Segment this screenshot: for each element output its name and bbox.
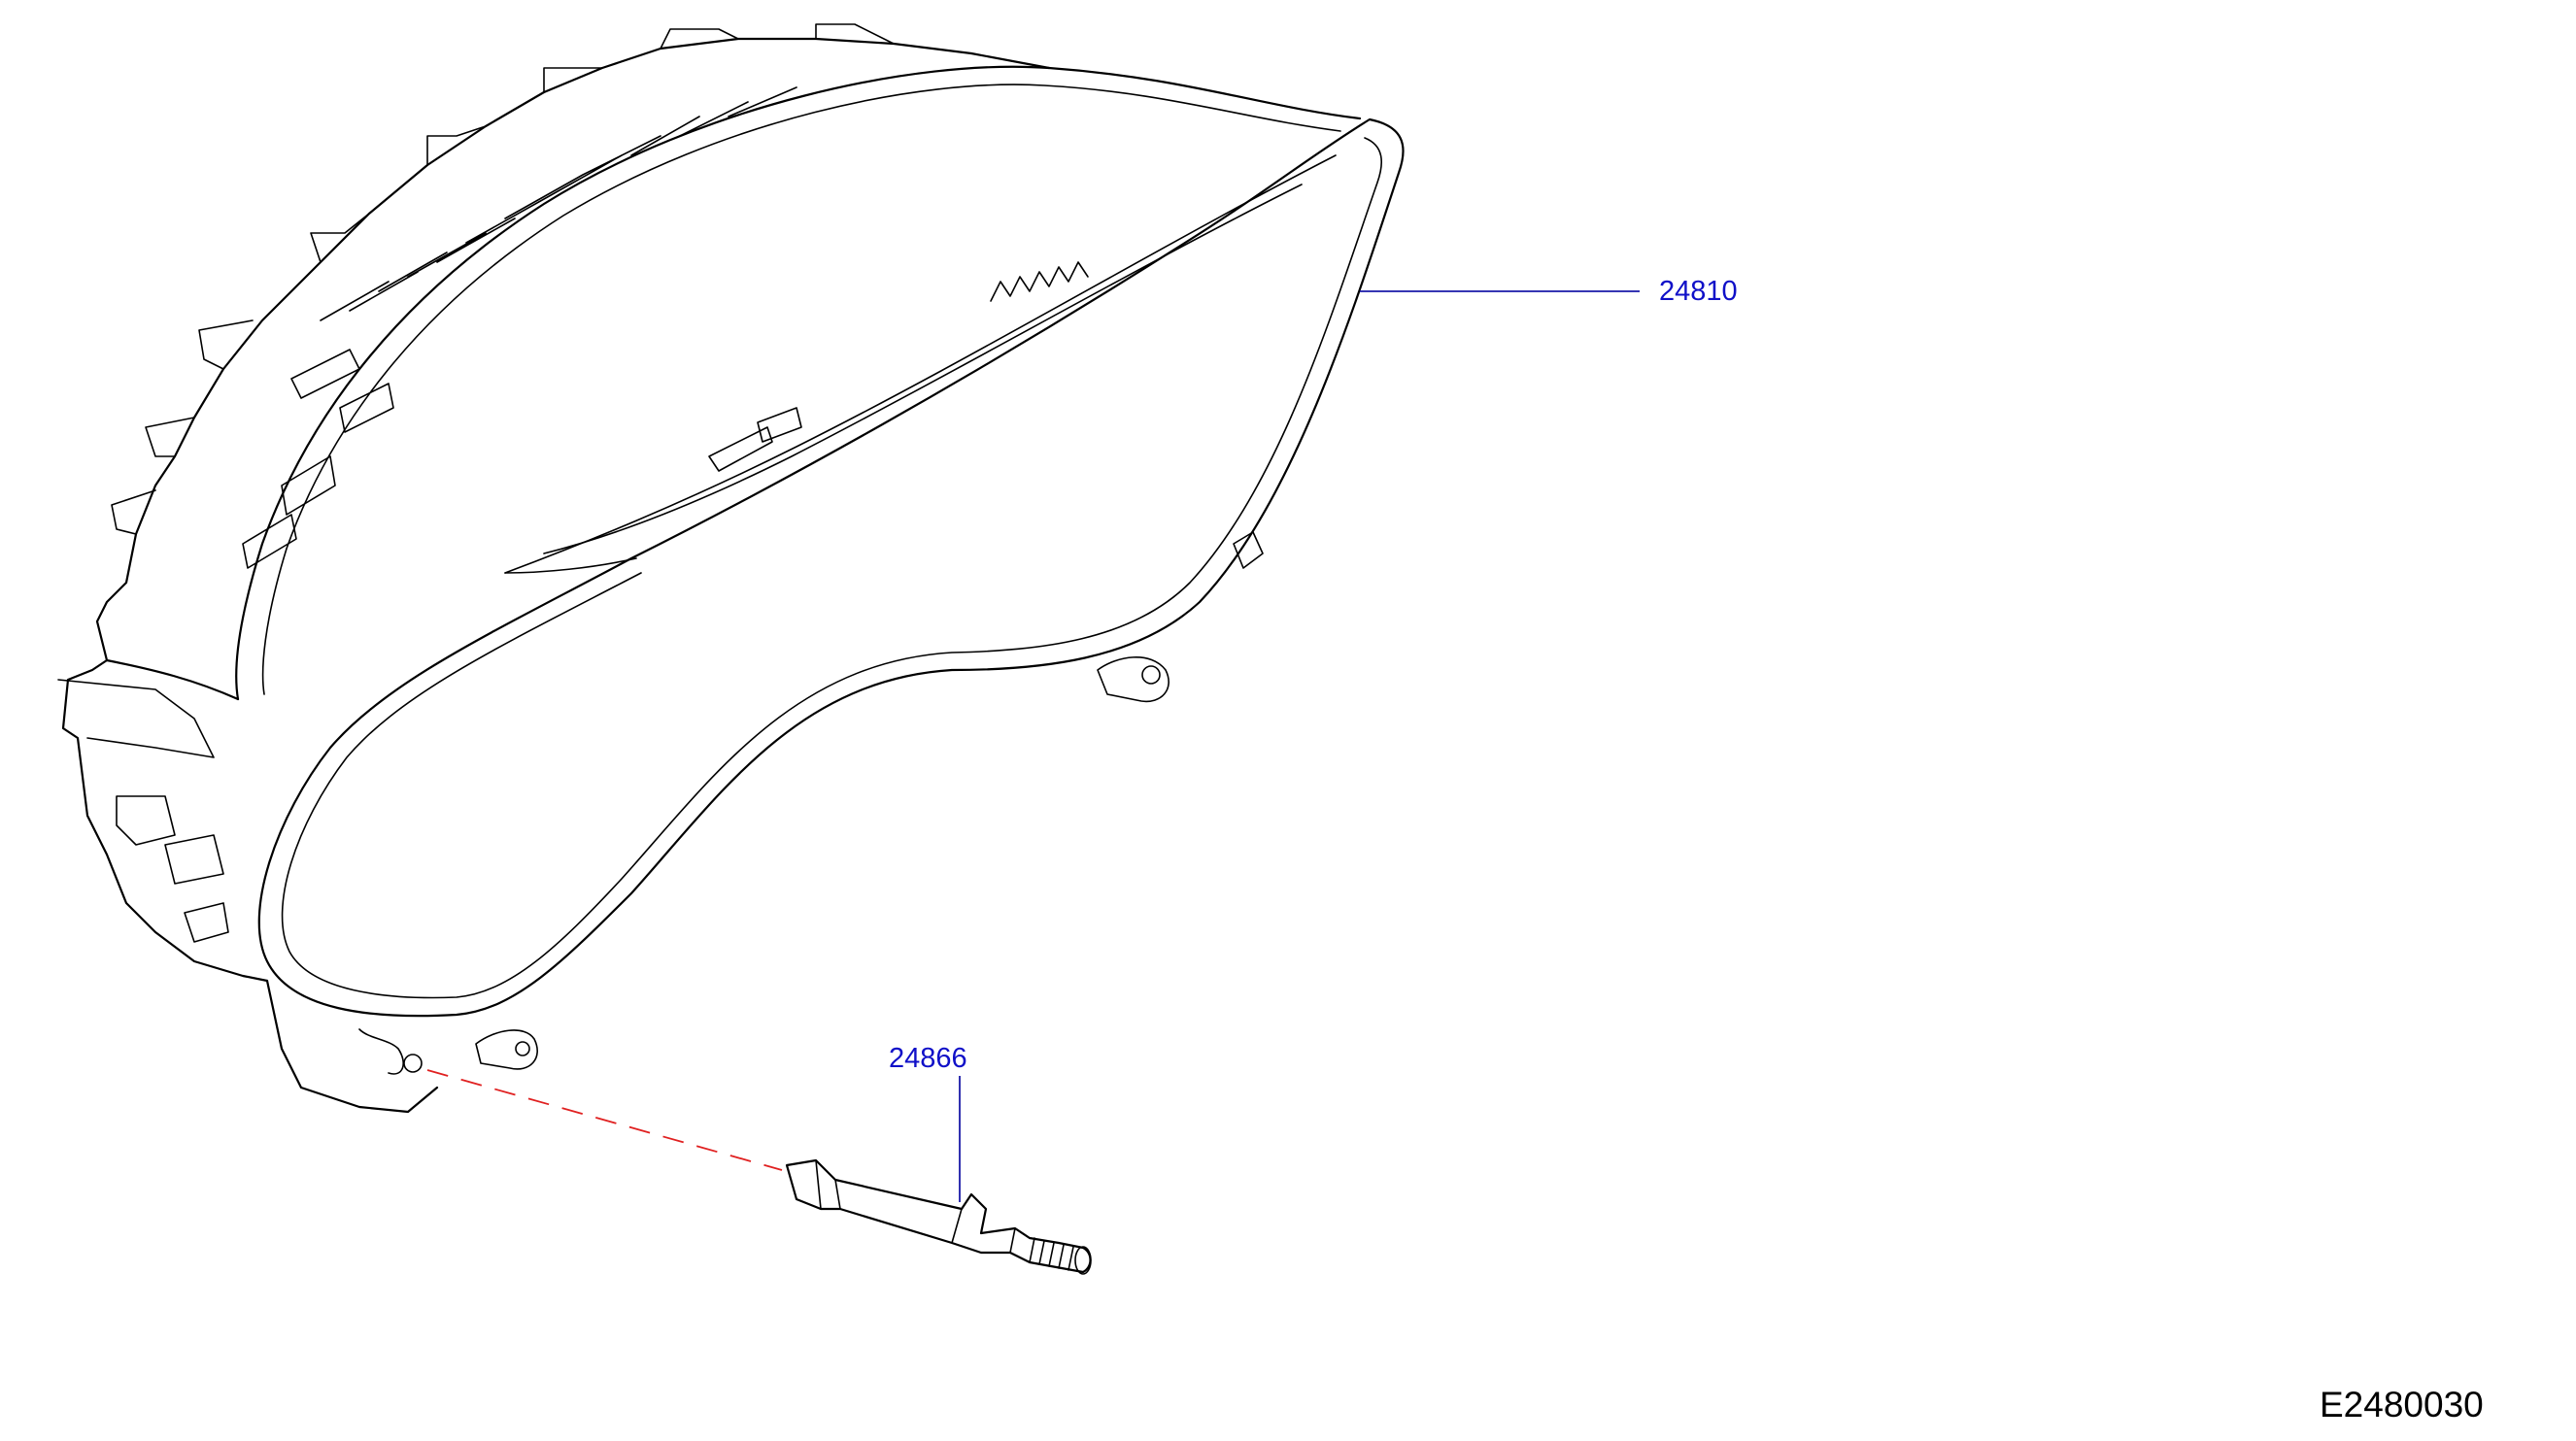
dashed-install-guide <box>426 1069 783 1171</box>
callout-24810: 24810 <box>1659 276 1738 307</box>
instrument-cluster-24810 <box>57 23 1405 1114</box>
callout-24866: 24866 <box>889 1043 967 1074</box>
speedometer-cable-24866 <box>785 1158 1092 1275</box>
figure-code: E2480030 <box>2320 1385 2484 1424</box>
